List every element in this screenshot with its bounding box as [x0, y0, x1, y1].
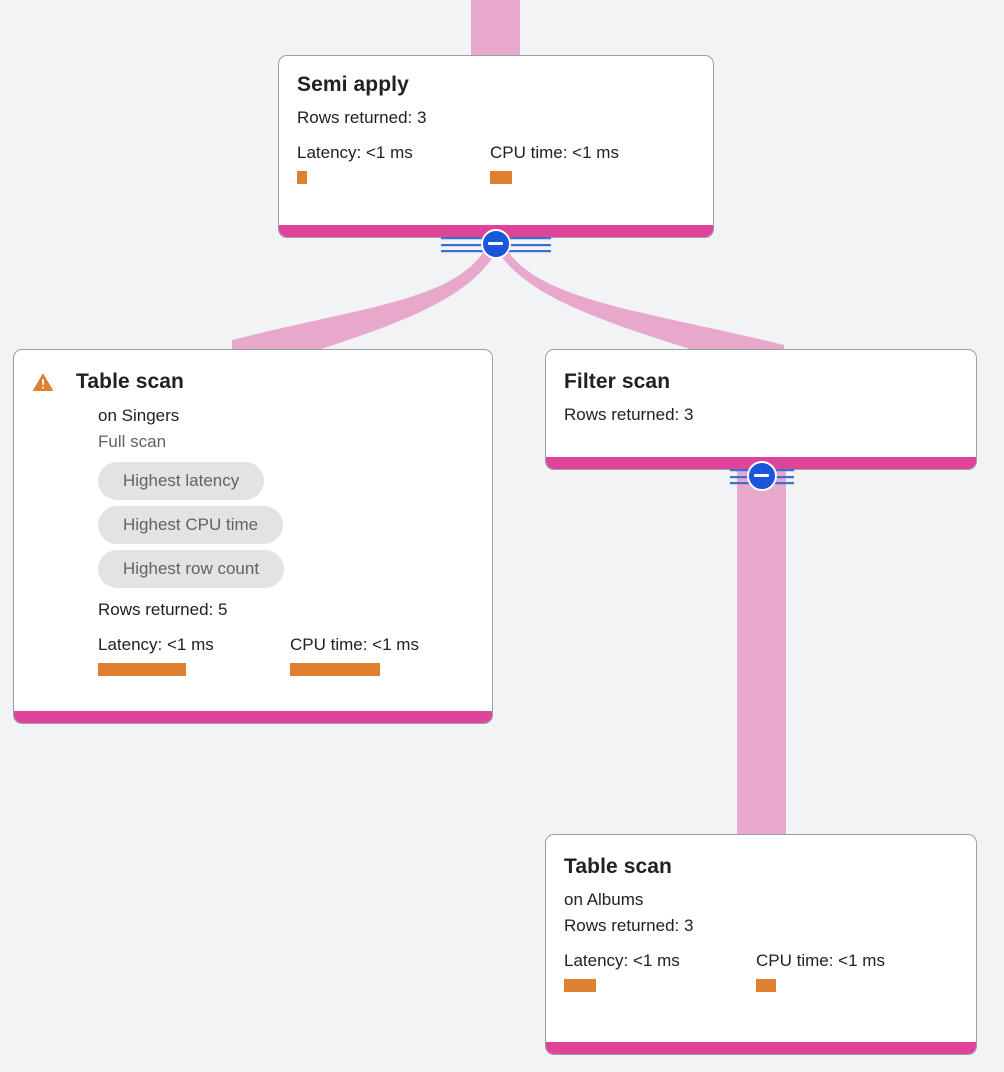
node-filter-scan-title-row: Filter scan — [564, 369, 958, 395]
node-table-scan-albums-title-row: Table scan — [564, 854, 958, 880]
collapse-rails-icon — [730, 469, 794, 485]
node-rows-returned: Rows returned: 5 — [98, 600, 228, 619]
metric-latency-label: Latency: <1 ms — [98, 635, 214, 654]
node-rows-returned: Rows returned: 3 — [297, 108, 427, 127]
metric-latency-bar — [98, 663, 186, 676]
node-status-bar — [546, 1042, 976, 1054]
node-subtitle: on Singers — [98, 406, 180, 425]
chip-highest-latency[interactable]: Highest latency — [98, 462, 265, 500]
edge-filter-scan-to-table-scan-albums — [737, 466, 786, 846]
node-table-scan-singers[interactable]: Table scan on Singers Full scan Highest … — [13, 349, 493, 724]
collapse-minus-icon[interactable] — [481, 229, 511, 259]
edge-root-to-semi-apply — [471, 0, 520, 58]
metric-cpu-time-label: CPU time: <1 ms — [290, 635, 419, 654]
node-metrics: Latency: <1 ms CPU time: <1 ms — [564, 950, 958, 992]
node-table-scan-singers-title-row: Table scan — [32, 369, 474, 395]
node-subtitle: on Albums — [564, 890, 644, 909]
node-filter-scan[interactable]: Filter scan Rows returned: 3 — [545, 349, 977, 470]
edge-semi-apply-to-table-scan-singers — [232, 243, 497, 356]
node-title: Table scan — [564, 855, 672, 878]
metric-cpu-time: CPU time: <1 ms — [756, 950, 885, 992]
node-rows-returned: Rows returned: 3 — [564, 916, 694, 935]
metric-latency-label: Latency: <1 ms — [564, 951, 680, 970]
node-semi-apply-title-row: Semi apply — [297, 72, 695, 98]
collapse-minus-icon[interactable] — [747, 461, 777, 491]
metric-latency-bar — [564, 979, 596, 992]
chip-highest-row-count[interactable]: Highest row count — [98, 550, 285, 588]
node-table-scan-albums[interactable]: Table scan on Albums Rows returned: 3 La… — [545, 834, 977, 1055]
node-chip-list: Highest latency Highest CPU time Highest… — [98, 462, 474, 588]
chip-highest-cpu-time[interactable]: Highest CPU time — [98, 506, 284, 544]
node-table-scan-singers-body: Table scan on Singers Full scan Highest … — [14, 350, 492, 711]
metric-cpu-time-bar — [490, 171, 512, 184]
metric-latency: Latency: <1 ms — [98, 634, 290, 676]
node-semi-apply[interactable]: Semi apply Rows returned: 3 Latency: <1 … — [278, 55, 714, 238]
node-filter-scan-body: Filter scan Rows returned: 3 — [546, 350, 976, 457]
edge-semi-apply-to-filter-scan — [497, 243, 784, 356]
metric-cpu-time: CPU time: <1 ms — [290, 634, 419, 676]
metric-latency-bar — [297, 171, 307, 184]
metric-latency-label: Latency: <1 ms — [297, 143, 413, 162]
collapse-toggle-filter-scan[interactable] — [707, 461, 817, 491]
node-semi-apply-body: Semi apply Rows returned: 3 Latency: <1 … — [279, 56, 713, 225]
node-title: Filter scan — [564, 370, 671, 393]
metric-cpu-time-bar — [290, 663, 380, 676]
node-status-bar — [14, 711, 492, 723]
node-metrics: Latency: <1 ms CPU time: <1 ms — [98, 634, 474, 676]
metric-cpu-time: CPU time: <1 ms — [490, 142, 619, 184]
metric-cpu-time-bar — [756, 979, 776, 992]
collapse-rails-icon — [441, 237, 551, 253]
node-table-scan-albums-body: Table scan on Albums Rows returned: 3 La… — [546, 835, 976, 1042]
metric-latency: Latency: <1 ms — [297, 142, 490, 184]
warning-triangle-icon — [32, 373, 54, 391]
metric-cpu-time-label: CPU time: <1 ms — [756, 951, 885, 970]
node-rows-returned: Rows returned: 3 — [564, 405, 694, 424]
metric-cpu-time-label: CPU time: <1 ms — [490, 143, 619, 162]
node-title: Semi apply — [297, 73, 409, 96]
node-scan-type: Full scan — [98, 432, 167, 451]
collapse-toggle-semi-apply[interactable] — [441, 229, 551, 259]
node-title: Table scan — [76, 370, 184, 393]
node-metrics: Latency: <1 ms CPU time: <1 ms — [297, 142, 695, 184]
metric-latency: Latency: <1 ms — [564, 950, 756, 992]
